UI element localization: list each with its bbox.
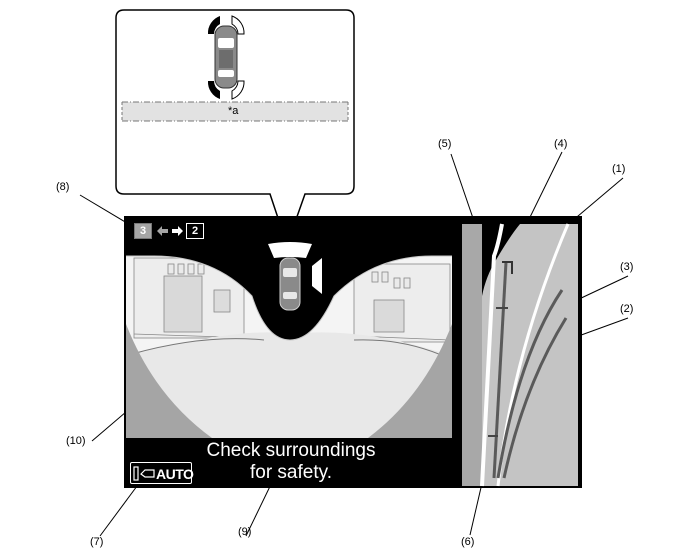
guide-line-6 <box>492 261 508 479</box>
callout-2: (2) <box>620 303 634 315</box>
camera-screen <box>124 216 458 488</box>
camera-view-scene <box>124 216 458 488</box>
callout-8: (8) <box>56 181 70 193</box>
right-buildings <box>353 263 451 343</box>
guide-line-2 <box>502 317 568 479</box>
safety-message: Check surroundings for safety. <box>124 440 458 484</box>
callout-3: (3) <box>620 261 634 273</box>
front-left-sensor-icon <box>207 16 220 34</box>
guide-line-3 <box>496 289 564 479</box>
view-2-button[interactable]: 2 <box>186 223 204 239</box>
callout-1: (1) <box>612 163 626 175</box>
view-3-button[interactable]: 3 <box>134 223 152 239</box>
front-right-sensor-icon <box>231 15 245 35</box>
callout-7: (7) <box>90 536 104 548</box>
safety-message-line1: Check surroundings <box>206 440 376 461</box>
left-buildings <box>133 257 255 339</box>
auto-button[interactable]: AUTO <box>130 462 194 484</box>
side-view-scene <box>462 223 578 487</box>
callout-6: (6) <box>461 536 475 548</box>
rear-left-sensor-icon <box>207 81 220 99</box>
rear-right-sensor-icon <box>231 80 245 100</box>
car-top-view-icon <box>268 242 322 311</box>
switch-arrows-icon <box>157 226 183 236</box>
auto-label: AUTO <box>156 466 194 482</box>
side-view-panel <box>458 216 582 488</box>
callout-9: (9) <box>238 526 252 538</box>
callout-10: (10) <box>66 435 86 447</box>
car-top-icon <box>214 25 238 89</box>
callout-5: (5) <box>438 138 452 150</box>
safety-message-line2: for safety. <box>249 462 332 483</box>
callout-4: (4) <box>554 138 568 150</box>
sensor-icon <box>133 466 155 481</box>
popup-marker-label: *a <box>228 105 239 117</box>
popup-content <box>121 15 349 122</box>
